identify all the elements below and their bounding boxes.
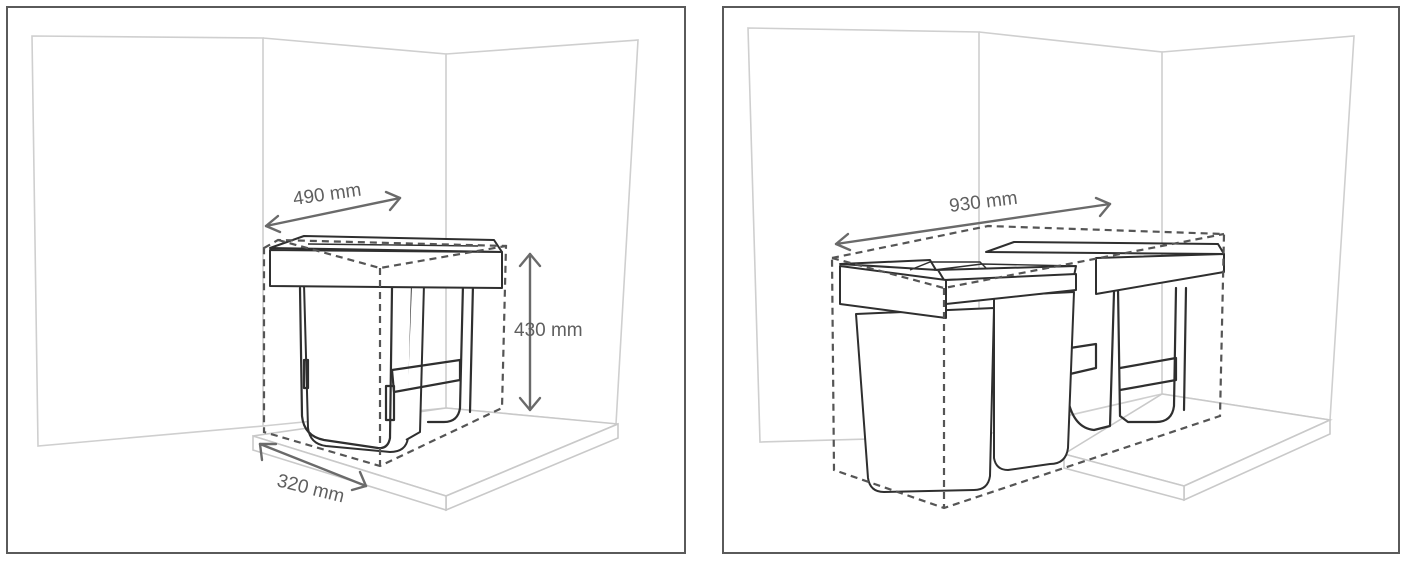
cabinet-floor bbox=[1061, 393, 1333, 502]
double-bin-illustration: 930 mm bbox=[747, 27, 1355, 510]
front-lid-front bbox=[839, 265, 947, 319]
first-bin-body bbox=[855, 307, 995, 493]
rear-frame bbox=[1116, 286, 1178, 424]
width-arrow bbox=[264, 196, 402, 228]
bin-lid-front bbox=[269, 249, 503, 289]
pull-out-bin bbox=[269, 235, 503, 453]
width-dimension: 490 mm bbox=[264, 180, 402, 234]
single-bin-diagram-panel: 490 mm 430 mm 320 mm bbox=[6, 6, 686, 554]
right-wall bbox=[445, 39, 639, 425]
depth-arrow bbox=[258, 442, 368, 488]
front-frame bbox=[298, 286, 394, 450]
rear-lid-front bbox=[1095, 253, 1225, 295]
width-label: 930 mm bbox=[948, 188, 1019, 217]
dimension-box bbox=[262, 238, 508, 468]
height-label: 430 mm bbox=[514, 320, 583, 341]
bin-body bbox=[303, 283, 413, 453]
width-arrow bbox=[834, 202, 1112, 246]
right-wall bbox=[1161, 35, 1355, 421]
left-wall bbox=[31, 35, 264, 447]
width-label: 490 mm bbox=[292, 180, 363, 210]
second-bin-body bbox=[993, 291, 1075, 471]
width-dimension: 930 mm bbox=[834, 188, 1112, 252]
double-bin-diagram-panel: 930 mm bbox=[722, 6, 1400, 554]
pull-out-double-bin bbox=[839, 241, 1225, 493]
height-dimension: 430 mm bbox=[514, 252, 583, 412]
rear-frame bbox=[426, 282, 465, 424]
rear-lid-top bbox=[985, 241, 1225, 255]
dimension-box bbox=[830, 224, 1226, 510]
back-wall bbox=[978, 31, 1163, 437]
single-bin-illustration: 490 mm 430 mm 320 mm bbox=[31, 35, 639, 512]
